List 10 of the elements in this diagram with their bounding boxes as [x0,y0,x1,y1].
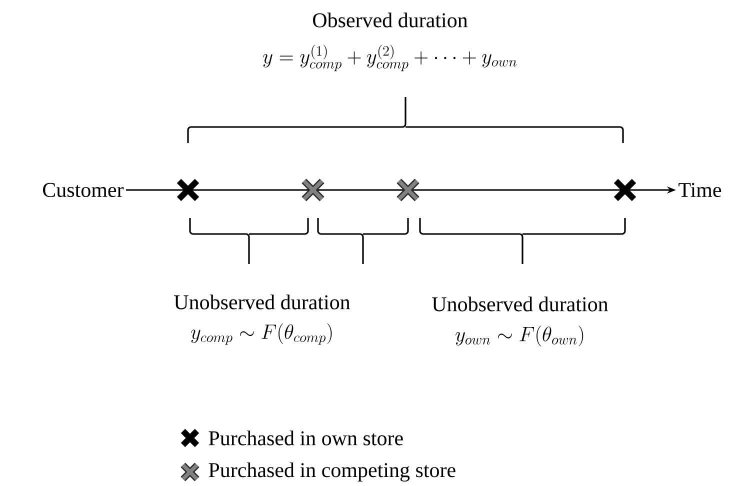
caption: Unobserved duration [432,296,608,312]
formula: $y = y^{(1)}_{comp} + y^{(2)}_{comp} + \cdots + y_{own}$ [263,44,517,72]
axis-label: Customer [43,182,124,198]
axis-label: Time [678,182,722,198]
caption: Observed duration [313,12,468,28]
formula: $y_{comp} \sim F(\theta_{comp})$ [190,323,332,345]
formula: $y_{own} \sim F(\theta_{own})$ [456,326,584,346]
legend-text: Purchased in competing store [208,462,456,482]
legend-text: Purchased in own store [208,430,403,446]
caption: Unobserved duration [174,294,350,310]
